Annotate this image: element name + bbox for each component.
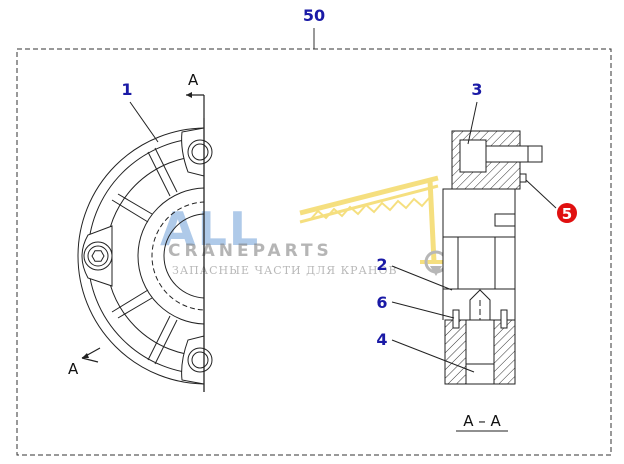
svg-text:6: 6 <box>376 293 387 312</box>
callout-4[interactable]: 4 <box>376 330 475 373</box>
svg-text:A: A <box>68 360 79 378</box>
callout-2[interactable]: 2 <box>376 255 453 291</box>
section-marker-bottom: A <box>68 347 101 378</box>
crane-logo-icon <box>299 175 448 276</box>
svg-text:5: 5 <box>562 205 572 223</box>
watermark-tagline: ЗАПАСНЫЕ ЧАСТИ ДЛЯ КРАНОВ <box>172 264 398 277</box>
assembly-number[interactable]: 50 <box>303 6 325 25</box>
watermark-brand-sub: CRANEPARTS <box>168 241 333 261</box>
svg-text:A: A <box>188 71 199 89</box>
callout-1[interactable]: 1 <box>121 80 159 143</box>
section-marker-top: A <box>186 71 205 118</box>
section-view[interactable] <box>442 130 543 385</box>
svg-text:4: 4 <box>376 330 387 349</box>
section-title: A – A <box>463 412 501 430</box>
callout-5[interactable]: 5 <box>525 179 577 223</box>
watermark: ALL CRANEPARTS ЗАПАСНЫЕ ЧАСТИ ДЛЯ КРАНОВ <box>160 175 448 277</box>
callout-3[interactable]: 3 <box>467 80 483 145</box>
svg-text:2: 2 <box>376 255 387 274</box>
callout-6[interactable]: 6 <box>376 293 455 319</box>
svg-text:3: 3 <box>471 80 482 99</box>
flange-view[interactable] <box>77 118 334 392</box>
svg-text:1: 1 <box>121 80 132 99</box>
highlight-badge <box>557 203 577 223</box>
watermark-brand-main: ALL <box>160 202 260 256</box>
